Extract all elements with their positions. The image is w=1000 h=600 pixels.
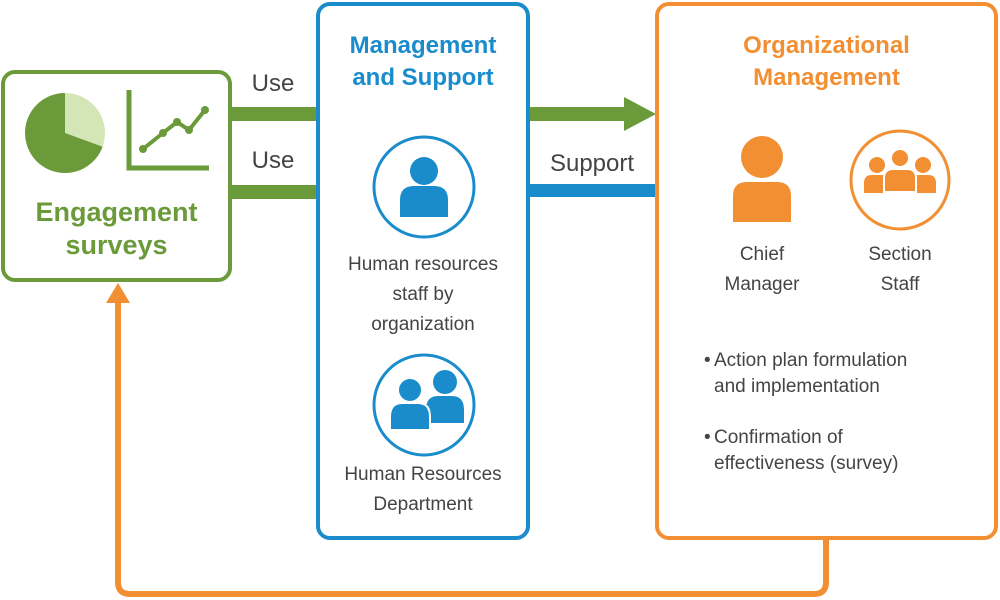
chief-manager-person-icon xyxy=(733,136,791,222)
feedback-loop-line xyxy=(115,300,829,597)
pie-chart-icon xyxy=(25,93,105,173)
support-label: Support xyxy=(549,150,635,177)
hr-staff-caption: Human resources staff by organization xyxy=(348,254,498,335)
management-support-title: Management and Support xyxy=(349,32,497,91)
use-arrow-bottom-stem xyxy=(230,185,342,199)
use-label-top: Use xyxy=(251,70,295,97)
use-label-bottom: Use xyxy=(251,147,295,174)
feedback-arrowhead xyxy=(106,283,130,303)
section-staff-caption: Section Staff xyxy=(868,244,932,295)
chief-manager-caption: Chief Manager xyxy=(724,244,800,295)
engagement-surveys-title: Engagement surveys xyxy=(35,197,198,260)
section-staff-group-icon xyxy=(849,129,951,231)
hr-staff-person-icon xyxy=(372,135,476,239)
use-arrow-top-stem xyxy=(230,107,318,121)
bullet-confirmation: • Confirmation of effectiveness (survey) xyxy=(704,427,899,474)
line-chart-icon xyxy=(126,90,209,171)
management-arrow-head xyxy=(624,97,656,131)
support-arrow-stem xyxy=(483,184,688,197)
hr-department-caption: Human Resources Department xyxy=(344,464,502,515)
management-support-box xyxy=(316,2,530,540)
organizational-management-title: Organizational Management xyxy=(743,32,910,91)
management-arrow-stem xyxy=(528,107,628,121)
hr-department-people-icon xyxy=(372,353,476,457)
bullet-action-plan: • Action plan formulation and implementa… xyxy=(704,350,908,397)
